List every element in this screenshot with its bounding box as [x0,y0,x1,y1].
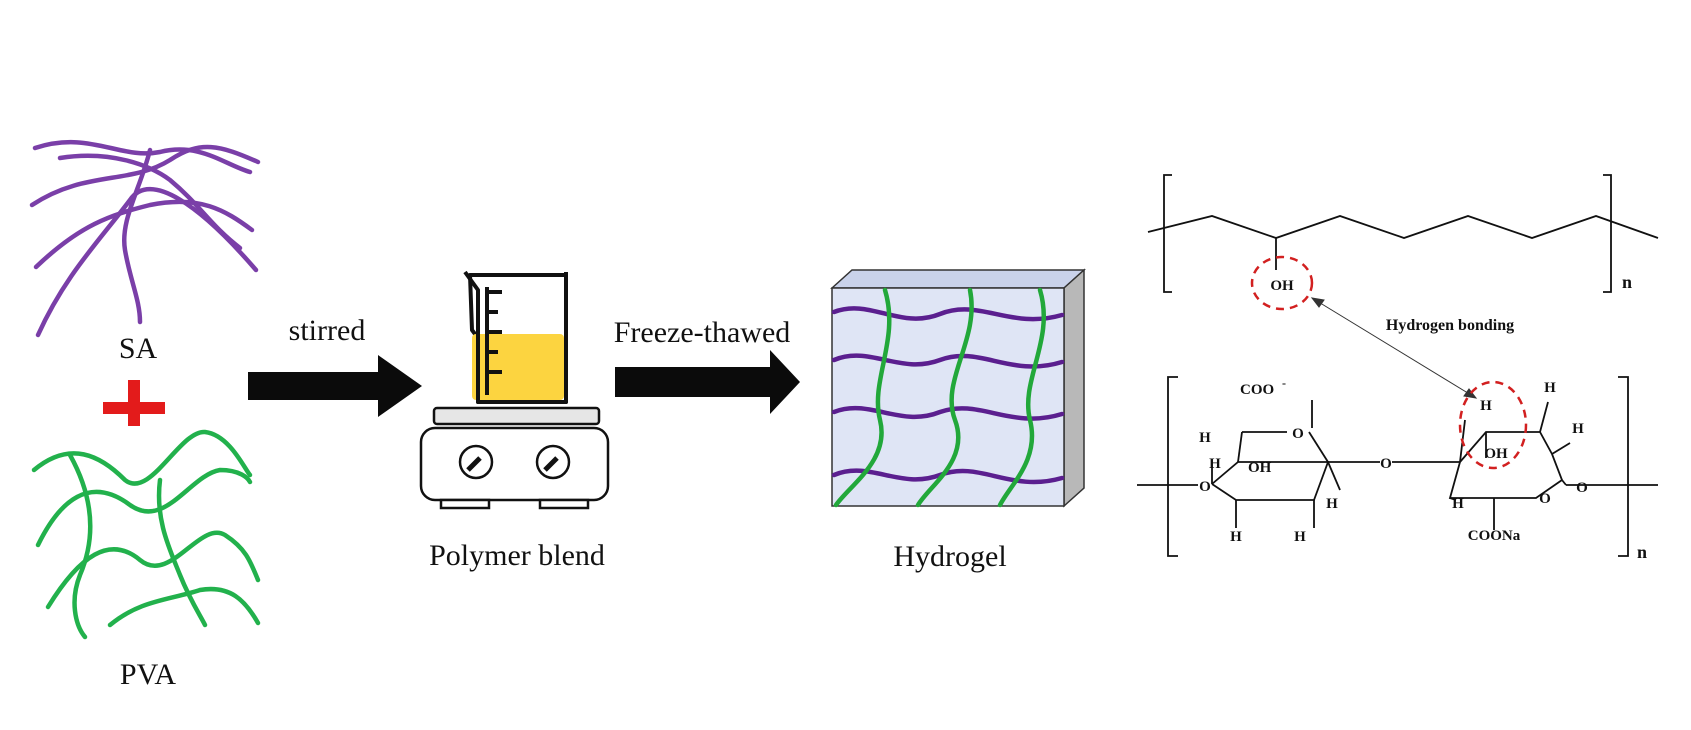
hydrogel-cube [830,268,1086,508]
sa-h-left-right: H [1326,496,1338,512]
sa-h-right-bottom: H [1452,496,1464,512]
stirred-label: stirred [289,314,366,347]
sa-h-left-bottom1: H [1230,529,1242,545]
sa-chains [29,139,261,338]
sa-oh-highlight [1458,380,1528,470]
sa-h-left-bottom2: H [1294,529,1306,545]
sa-atom-labels: COO - O H O OH H H H H O H OH H H O O H … [1199,376,1647,562]
pva-chains [31,429,261,640]
sa-h-right-upper: H [1480,398,1492,414]
hydrogen-bonding-label: Hydrogen bonding [1386,317,1514,334]
pva-label: PVA [120,658,176,691]
sa-oh-right-label: OH [1484,446,1508,462]
sa-glycosidic-oxygen: O [1380,456,1392,472]
pva-oh-label: OH [1270,278,1294,294]
sa-h-left-top: H [1199,430,1211,446]
sa-ring-oxygen-right: O [1539,491,1551,507]
sa-ring-oxygen-left: O [1292,426,1304,442]
pva-n-subscript: n [1622,272,1632,292]
freeze-thawed-label: Freeze-thawed [614,316,791,349]
sa-coo-label: COO [1240,382,1274,398]
hydrogel-label: Hydrogel [893,540,1006,573]
beaker-icon [463,270,568,404]
sa-oh-left-label: OH [1248,460,1272,476]
freeze-thawed-arrow [615,350,800,414]
hot-plate-icon [419,406,610,510]
pva-structure [1147,174,1659,293]
sa-o-left-link: O [1199,479,1211,495]
sa-h-right-side: H [1572,421,1584,437]
sa-h-left-mid: H [1209,456,1221,472]
sa-label: SA [119,332,158,365]
polymer-blend-label: Polymer blend [429,539,605,572]
pva-oh-highlight [1250,255,1314,311]
plus-icon [103,380,165,426]
sa-coo-charge: - [1282,376,1286,390]
hydrogen-bond-arrow [1310,297,1478,399]
sa-n-subscript: n [1637,542,1647,562]
sa-structure [1137,376,1658,557]
sa-o-right-link: O [1576,480,1588,496]
sa-coona-label: COONa [1468,528,1521,544]
stirred-arrow [248,355,422,417]
sa-h-right-top: H [1544,380,1556,396]
